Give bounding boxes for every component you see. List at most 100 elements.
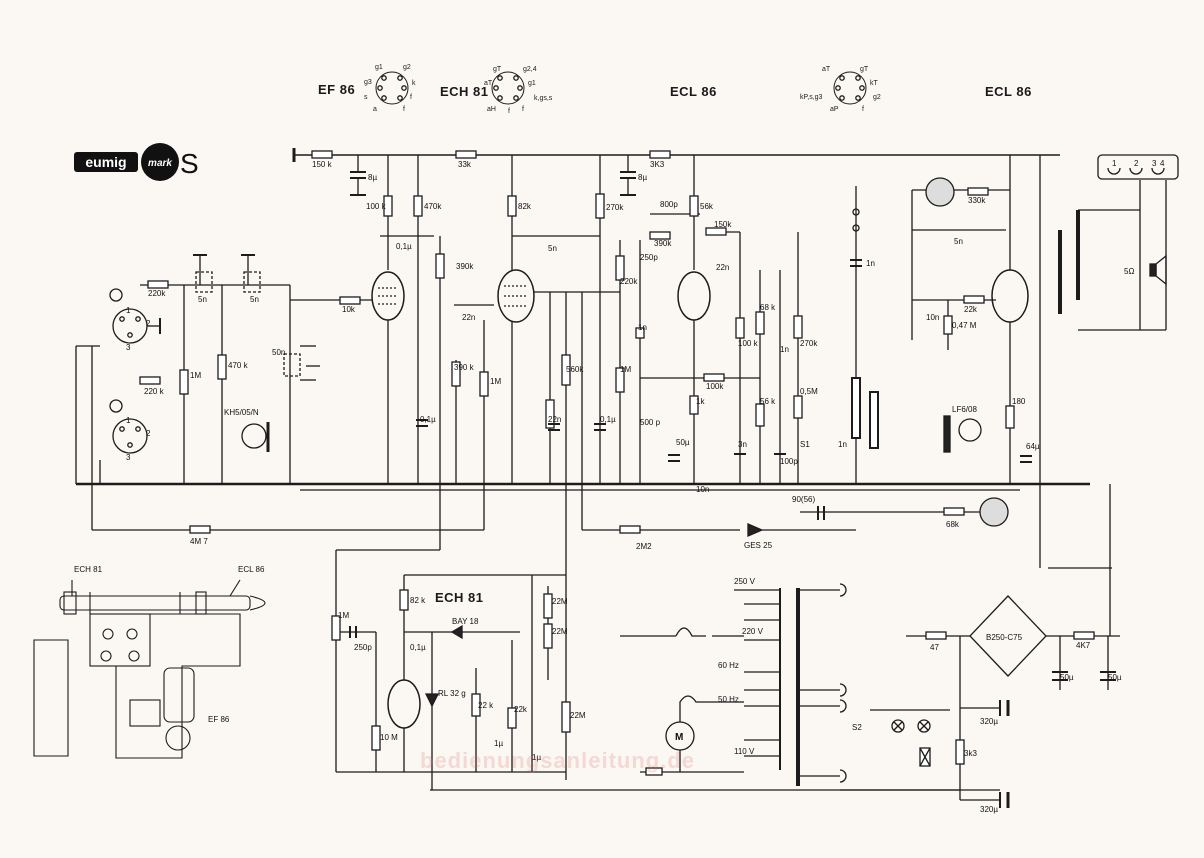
lbl-lf608: LF6/08 <box>952 405 977 414</box>
eumig-mark-s-logo: eumig mark S <box>74 143 199 181</box>
lbl-r47: 47 <box>930 643 939 652</box>
lbl-r22k-c: 22k <box>514 705 528 714</box>
lbl-c22n-c: 22n <box>548 415 561 424</box>
pin-ech81-f2: f <box>508 108 510 115</box>
lbl-r4M7: 4M 7 <box>190 537 208 546</box>
lbl-r22M-c: 22M <box>570 711 586 720</box>
tube-layout-drawing <box>33 579 266 759</box>
lbl-c64u: 64µ <box>1026 442 1040 451</box>
lbl-r3k3: 3K3 <box>650 160 665 169</box>
resistor-150k <box>311 150 333 159</box>
lbl-r390k-a: 390k <box>456 262 474 271</box>
pin-ef86-g2: g2 <box>403 64 411 71</box>
lbl-r470k-b: 470 k <box>228 361 249 370</box>
lbl-c3n: 3n <box>738 440 747 449</box>
pin-ecl86-kt: kT <box>870 80 878 87</box>
lbl-r470k-a: 470k <box>424 202 442 211</box>
brand-model: S <box>180 148 199 179</box>
lbl-r047M: 0,47 M <box>952 321 977 330</box>
lbl-r68k-b: 68k <box>946 520 960 529</box>
pin-ech81-gt: gT <box>493 66 502 73</box>
bridge-rectifier <box>969 595 1047 677</box>
pin-ef86-a: a <box>373 106 377 113</box>
lbl-c50u-b: 50µ <box>1060 673 1074 682</box>
diode-bay18 <box>450 624 463 640</box>
lbl-c50u-c: 50µ <box>1108 673 1122 682</box>
lbl-r100k-c: 100 k <box>738 339 759 348</box>
pin-ef86-k: k <box>412 80 416 87</box>
lbl-c01u-a: 0,1µ <box>396 242 412 251</box>
lbl-s1: S1 <box>800 440 810 449</box>
lbl-in1-1: 1 <box>126 306 131 315</box>
lbl-c22n-a: 22n <box>716 263 729 272</box>
lbl-c1n-b: 1n <box>780 345 789 354</box>
tube-title-ecl86-b: ECL 86 <box>985 84 1032 99</box>
lbl-r390k-c: 390 k <box>454 363 475 372</box>
lbl-c10n-a: 10n <box>696 485 709 494</box>
lbl-r560k: 560k <box>566 365 584 374</box>
lbl-r68k: 68 k <box>760 303 776 312</box>
output-connector <box>1097 154 1179 180</box>
lbl-r22M-b: 22M <box>552 627 568 636</box>
lbl-c5n-b: 5n <box>198 295 207 304</box>
watermark: bedienungsanleitung.de <box>420 748 696 773</box>
lbl-c50u-a: 50µ <box>676 438 690 447</box>
lbl-c250p-a: 250p <box>640 253 658 262</box>
lbl-r220k-a: 220k <box>148 289 166 298</box>
lbl-c5n-a: 5n <box>548 244 557 253</box>
ech81-pinout <box>491 71 525 105</box>
lbl-r100k-a: 100 k <box>366 202 387 211</box>
lbl-motor: M <box>675 732 683 743</box>
pin-ef86-g3: g3 <box>364 79 372 86</box>
lbl-r22M-a: 22M <box>552 597 568 606</box>
lbl-conn-4: 4 <box>1160 159 1165 168</box>
resistor-3k3 <box>649 150 671 159</box>
brand-name: eumig <box>85 154 126 170</box>
pin-ech81-g1: g1 <box>528 80 536 87</box>
lbl-ges25: GES 25 <box>744 541 773 550</box>
pin-ecl86-gt: gT <box>860 66 869 73</box>
lbl-c90: 90(56) <box>792 495 815 504</box>
lbl-conn-3: 3 <box>1152 159 1157 168</box>
magic-eye-bottom <box>979 497 1009 527</box>
diode-ges25 <box>747 523 764 537</box>
pin-ef86-g1: g1 <box>375 64 383 71</box>
lbl-c50n: 50n <box>272 348 285 357</box>
lbl-c250p-b: 250p <box>354 643 372 652</box>
lbl-kh5: KH5/05/N <box>224 408 259 417</box>
rectifier-rl32g <box>424 693 440 708</box>
lbl-r10M: 10 M <box>380 733 398 742</box>
brand-badge: mark <box>148 158 172 169</box>
lbl-r150k-b: 150k <box>714 220 732 229</box>
pin-ech81-at: aT <box>484 80 493 87</box>
lbl-layout-ef86: EF 86 <box>208 715 230 724</box>
pin-ech81-kgs: k,gs,s <box>534 95 553 102</box>
lbl-hz60: 60 Hz <box>718 661 739 670</box>
lbl-c01u-d: 0,1µ <box>410 643 426 652</box>
lbl-bridge: B250-C75 <box>986 633 1023 642</box>
resistor-33k <box>455 150 477 159</box>
lbl-layout-ecl86: ECL 86 <box>238 565 265 574</box>
lbl-r2M2: 2M2 <box>636 542 652 551</box>
ech81-tube <box>497 269 535 323</box>
pin-ecl86-kp: kP,s,g3 <box>800 94 823 101</box>
lbl-r3k3-b: 3k3 <box>964 749 977 758</box>
lbl-r56k-a: 56k <box>700 202 714 211</box>
lbl-r82k-a: 82k <box>518 202 532 211</box>
magic-eye-top <box>925 177 955 207</box>
lbl-r56k-b: 56 k <box>760 397 776 406</box>
lbl-c1n-a: 1n <box>638 323 647 332</box>
lbl-r1k: 1k <box>696 397 705 406</box>
lbl-v220: 220 V <box>742 627 764 636</box>
lbl-r22k-a: 22k <box>964 305 978 314</box>
lbl-conn-2: 2 <box>1134 159 1139 168</box>
lbl-r05M: 0,5M <box>800 387 818 396</box>
lbl-v250: 250 V <box>734 577 756 586</box>
lbl-c8u-a: 8µ <box>368 173 377 182</box>
lbl-rl32g: RL 32 g <box>438 689 466 698</box>
lbl-c1n-d: 1n <box>866 259 875 268</box>
lbl-c1n-c: 1n <box>838 440 847 449</box>
lbl-r4k7: 4K7 <box>1076 641 1091 650</box>
lbl-c5n-c: 5n <box>250 295 259 304</box>
